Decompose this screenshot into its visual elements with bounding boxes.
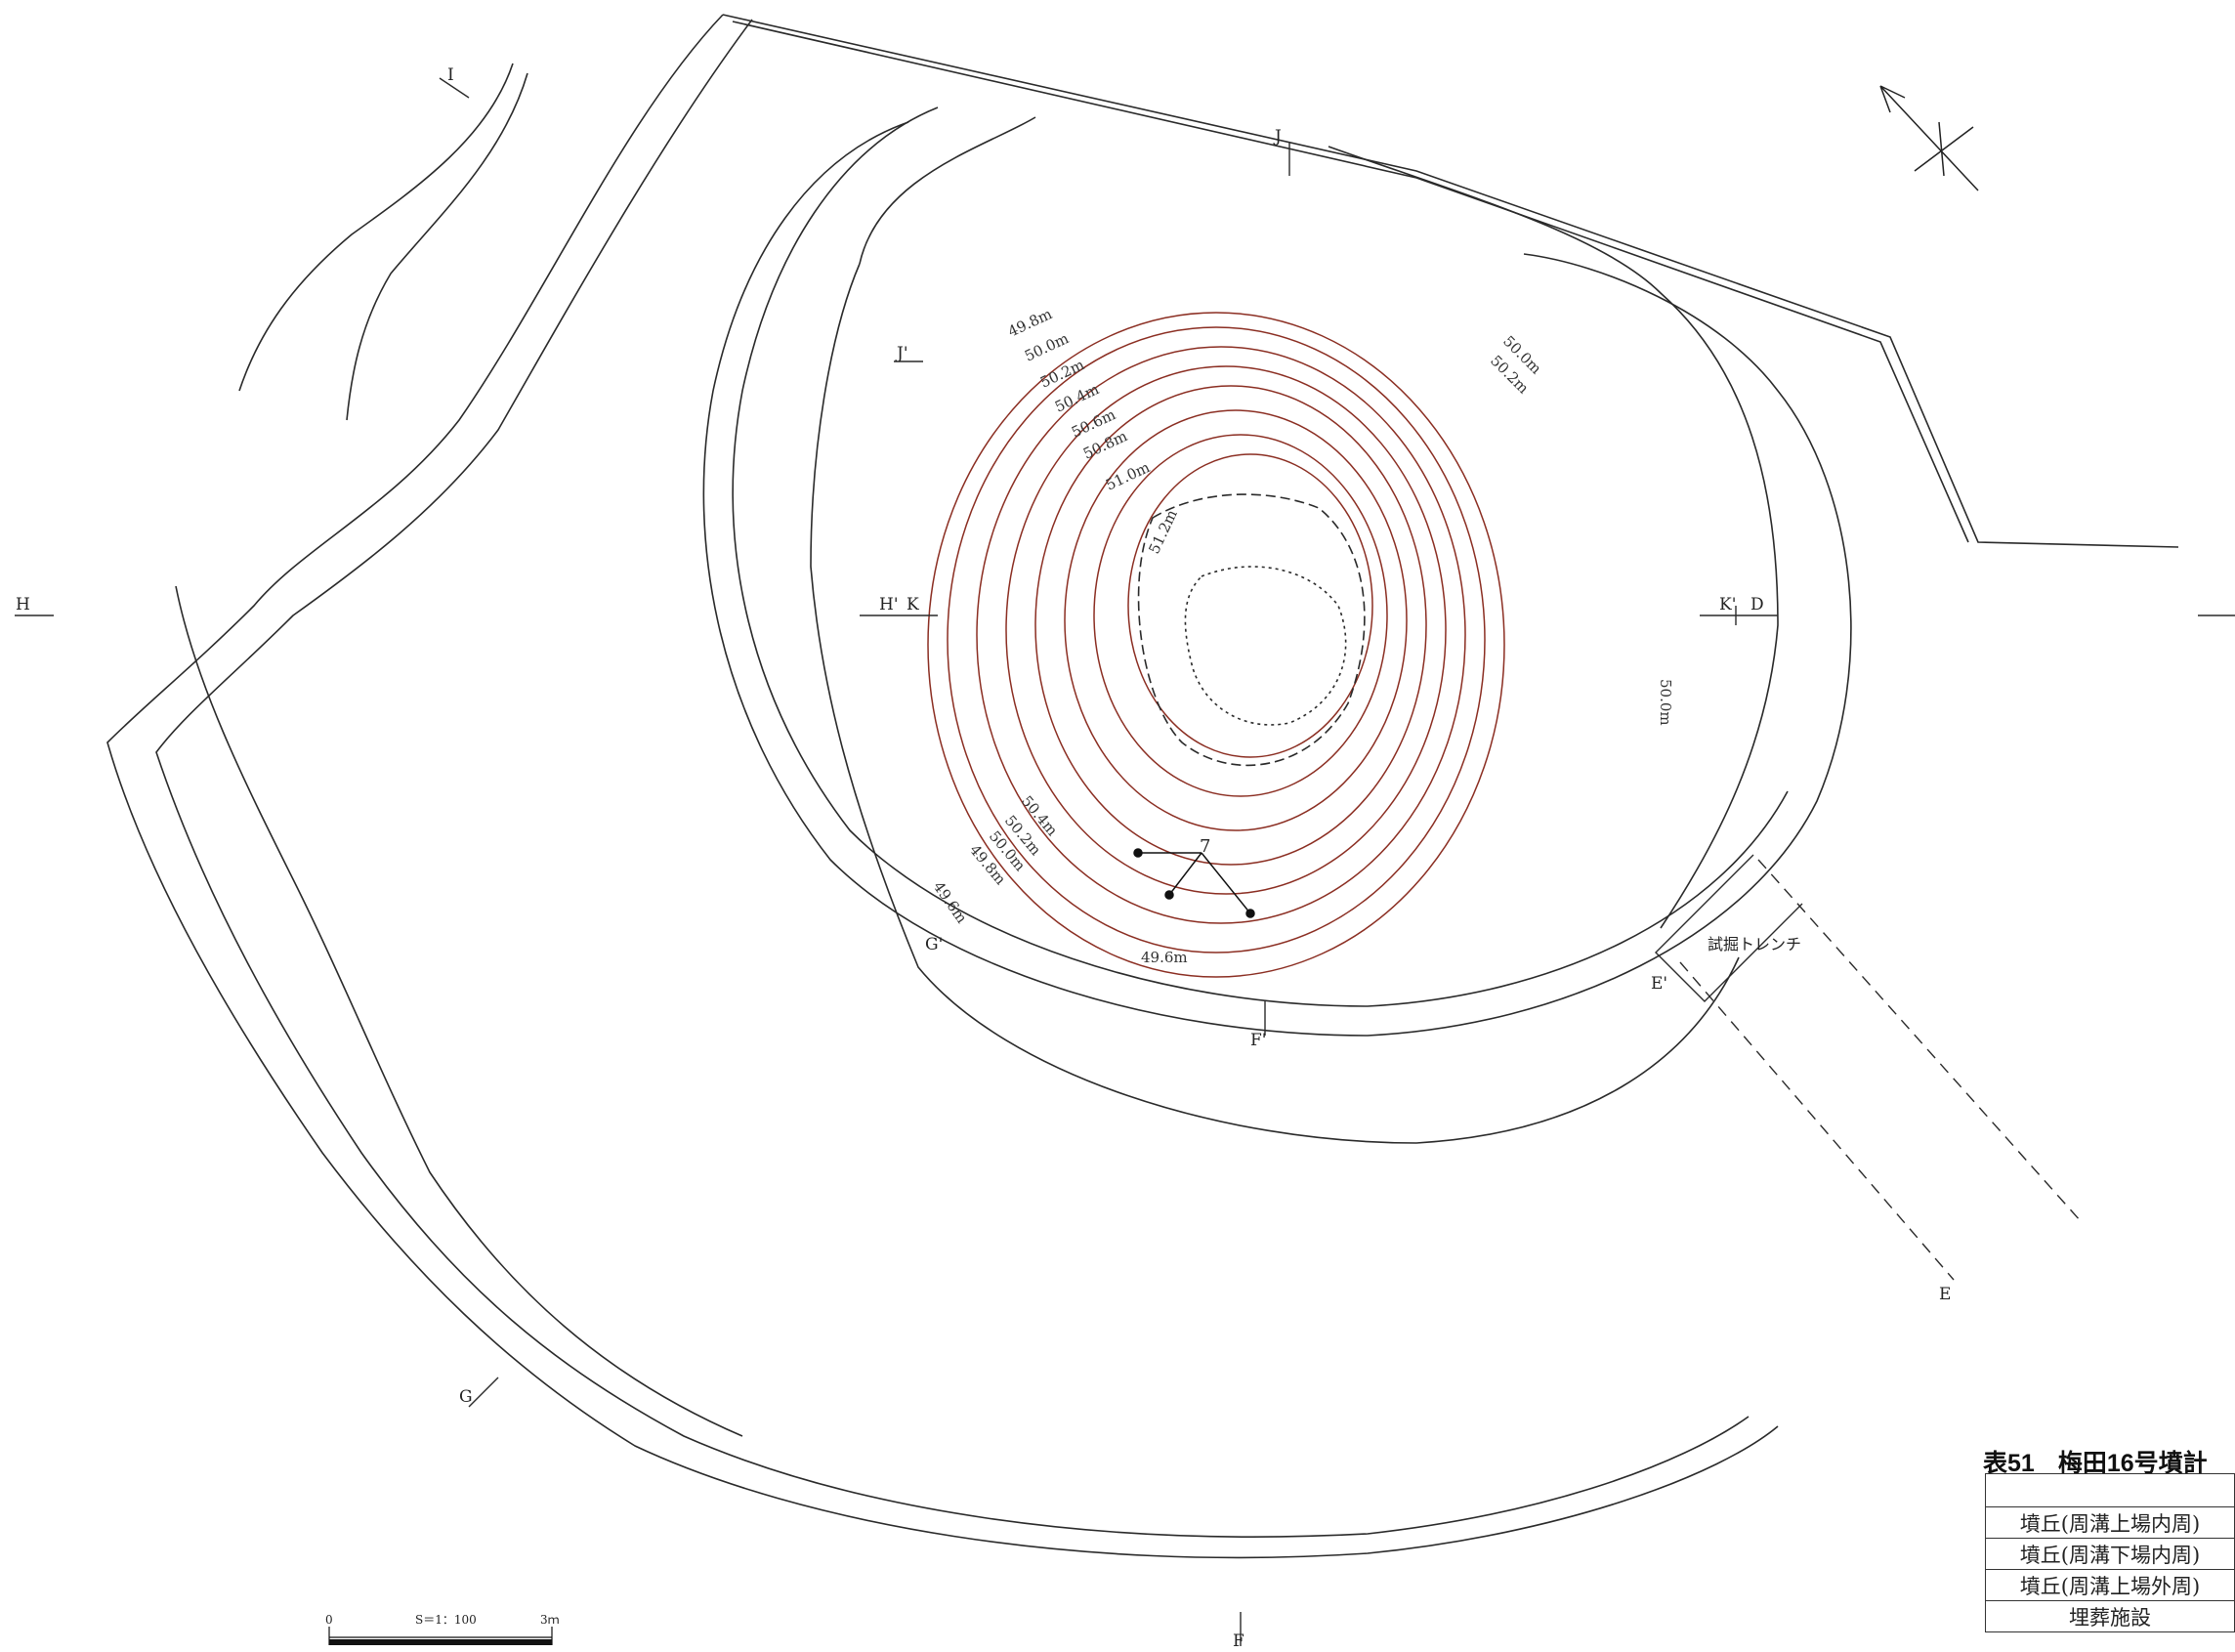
section-label-j: J: [1273, 127, 1282, 147]
section-label-i: I: [447, 65, 454, 85]
moat-outer-edge: [106, 14, 1779, 1559]
table-header-row: [1985, 1473, 2235, 1507]
contour-label: 49.6m: [930, 878, 971, 926]
stream-line: [346, 72, 528, 421]
summit-edge: [1137, 493, 1366, 767]
contour-line-50-8: [1093, 434, 1388, 797]
burial-number: 7: [1200, 836, 1210, 857]
table-cell: 墳丘(周溝上場内周): [1985, 1506, 2235, 1539]
contour-line-50-0: [976, 346, 1466, 924]
burial-marker-group: [1133, 848, 1255, 918]
moat-inner-ring: [1328, 146, 1779, 929]
moat-outer-edge: [155, 19, 1750, 1538]
boundary-line: [722, 14, 2179, 548]
table-cell: 埋葬施設: [1985, 1600, 2235, 1632]
stream-line: [238, 63, 514, 392]
section-tick: [439, 77, 470, 99]
contour-label: 49.8m: [1005, 305, 1055, 340]
section-label-k: K: [907, 595, 919, 614]
section-label-f-prime: F': [1250, 1031, 1266, 1050]
section-label-f: F: [1233, 1631, 1244, 1651]
section-label-h-prime: H': [879, 595, 899, 614]
table-cell: 墳丘(周溝下場内周): [1985, 1538, 2235, 1570]
contour-line-49-8: [947, 326, 1486, 953]
trench-outline: [1655, 854, 1803, 1002]
north-arrow-icon: [1879, 85, 1979, 191]
contour-label: 50.0m: [1657, 679, 1674, 726]
section-label-e-prime: E': [1651, 974, 1667, 994]
table-number: 表51: [1983, 1450, 2035, 1477]
scale-bar: 0 S＝1：100 3ｍ: [325, 1613, 560, 1645]
table-row: 墳丘(周溝下場内周): [1985, 1538, 2235, 1570]
moat-inner-ring: [810, 263, 1740, 1144]
contour-line-50-6: [1064, 409, 1408, 831]
contour-label: 50.0m: [1022, 329, 1072, 364]
table-title: 表51 梅田16号墳計: [1983, 1444, 2231, 1479]
contour-line-50-2: [1005, 365, 1447, 895]
section-label-e: E: [1939, 1285, 1951, 1304]
contour-label: 51.0m: [1103, 458, 1153, 493]
section-label-g-prime: G': [925, 935, 943, 954]
table-row: 埋葬施設: [1985, 1600, 2235, 1632]
table-row: 墳丘(周溝上場外周): [1985, 1569, 2235, 1601]
table-cell: 墳丘(周溝上場外周): [1985, 1569, 2235, 1601]
measurement-table: 墳丘(周溝上場内周) 墳丘(周溝下場内周) 墳丘(周溝上場外周) 埋葬施設: [1985, 1473, 2235, 1632]
moat-middle-ring: [732, 106, 1789, 1007]
contour-line-49-6: [927, 312, 1505, 978]
contour-label: 51.2m: [1145, 507, 1180, 557]
moat-middle-ring: [702, 121, 1852, 1037]
scale-zero: 0: [325, 1613, 333, 1627]
contour-label: 49.6m: [1141, 949, 1188, 966]
section-tick: [468, 1377, 499, 1408]
moat-outer-edge: [175, 585, 743, 1437]
section-label-d: D: [1750, 595, 1764, 614]
contour-line-50-4: [1034, 385, 1427, 866]
trench-dashed: [1757, 859, 2082, 1222]
summit-edge: [1184, 566, 1347, 726]
section-label-h: H: [16, 595, 30, 614]
trench-dashed: [1679, 961, 1955, 1281]
table-row: 墳丘(周溝上場内周): [1985, 1506, 2235, 1539]
section-label-k-prime: K': [1719, 595, 1736, 614]
boundary-line: [732, 21, 1969, 543]
section-tick: [1700, 606, 1778, 625]
moat-inner-ring: [859, 116, 1036, 265]
contour-line-51-0: [1127, 453, 1373, 758]
burial-leader-line: [1138, 852, 1251, 914]
scale-end: 3ｍ: [540, 1613, 560, 1627]
section-label-g: G: [459, 1387, 473, 1407]
section-label-j-prime: J': [895, 344, 908, 363]
scale-ratio: S＝1：100: [415, 1613, 477, 1627]
trench-label: 試掘トレンチ: [1708, 935, 1801, 953]
table-caption: 梅田16号墳計: [2057, 1450, 2208, 1477]
